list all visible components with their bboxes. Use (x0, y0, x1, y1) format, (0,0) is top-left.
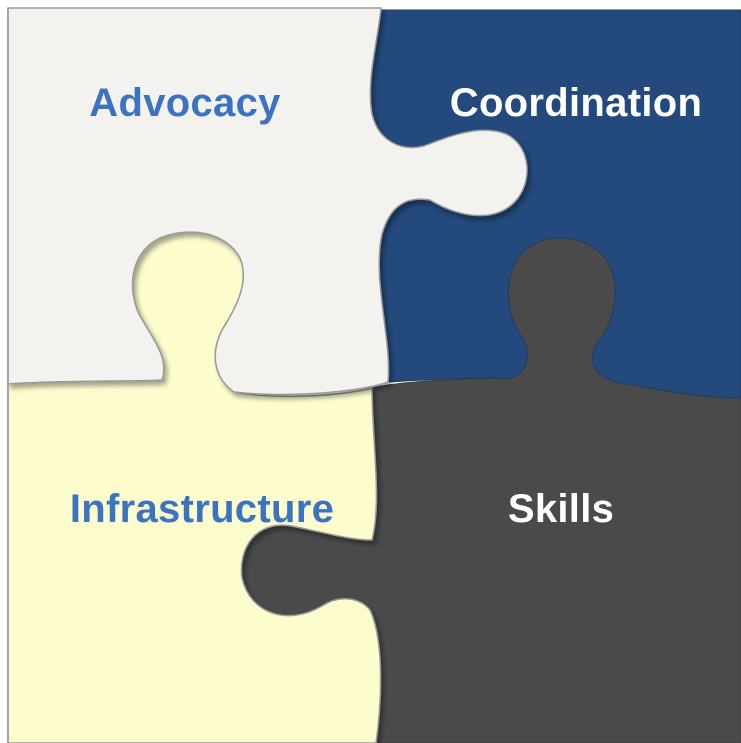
advocacy-piece (7, 7, 528, 396)
advocacy-label: Advocacy (89, 81, 281, 125)
skills-label: Skills (508, 487, 614, 531)
infrastructure-label: Infrastructure (70, 487, 334, 531)
coordination-label: Coordination (450, 81, 702, 125)
